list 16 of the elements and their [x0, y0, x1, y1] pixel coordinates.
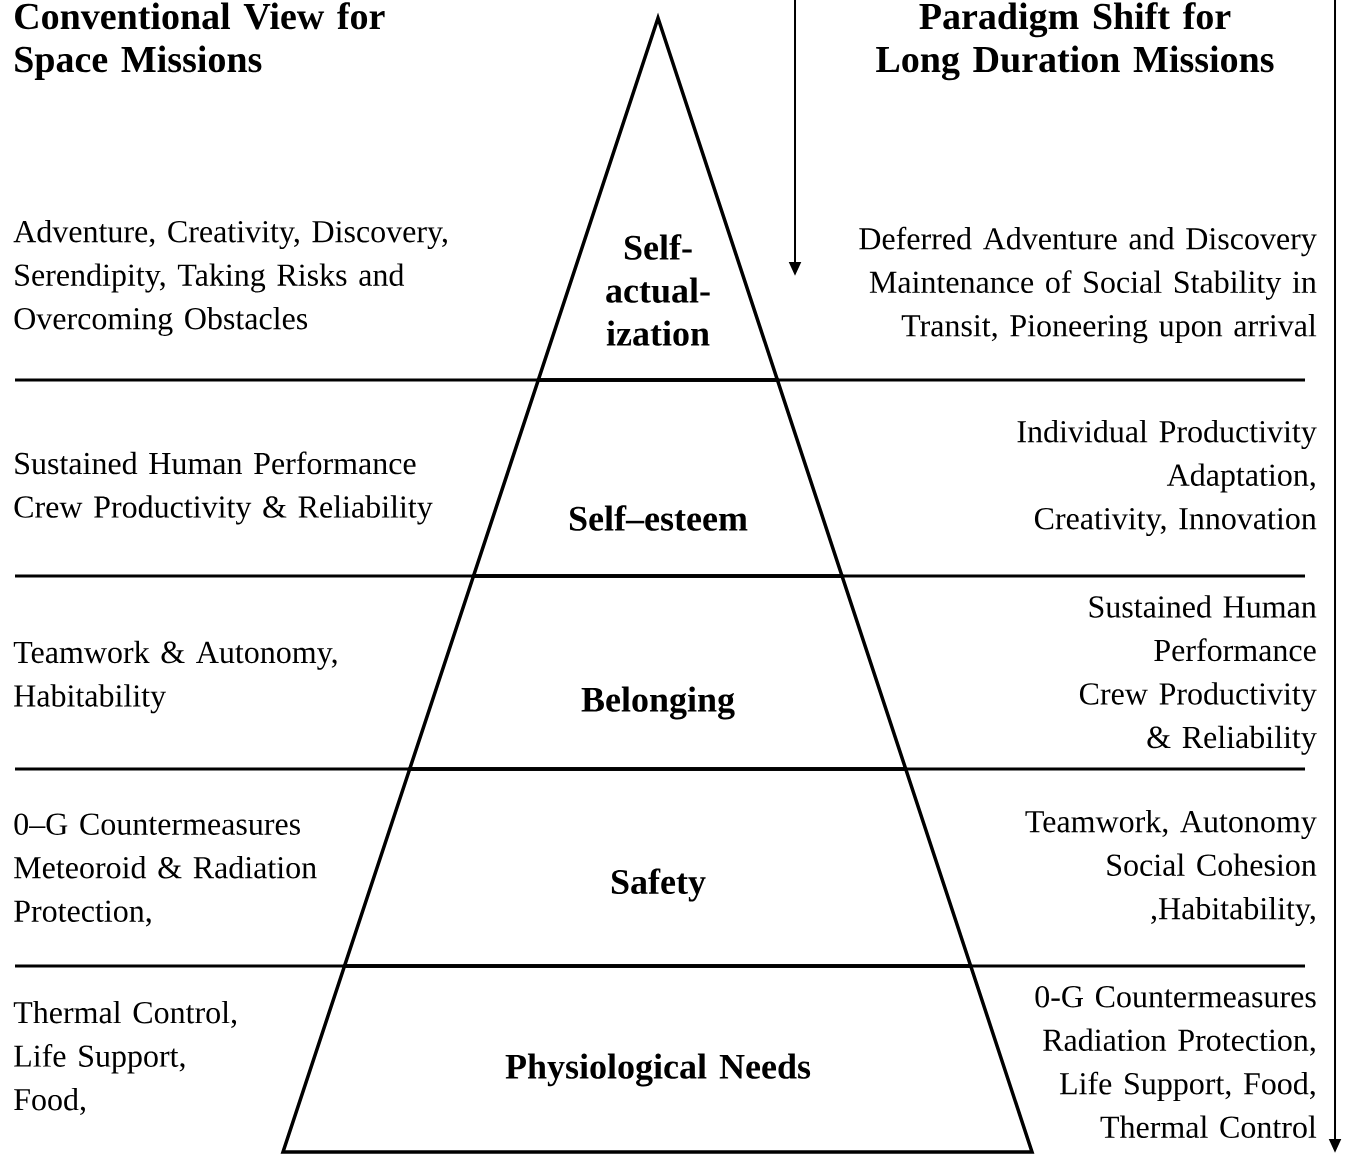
- requirement-text: Teamwork, Autonomy Social Cohesion ,Habitability,: [1025, 809, 1317, 927]
- requirement-text: 0-G Countermeasures Radiation Protection, Life Support, Food, Thermal Control: [1035, 985, 1317, 1139]
- requirement-text: Sustained Human Performance Crew Productivity & Reliability: [14, 451, 433, 525]
- pyramid-level: Self–esteem: [471, 378, 845, 578]
- requirement-text: Thermal Control, Life Support, Food,: [13, 1000, 237, 1116]
- column-heading: Paradigm Shift for Long Duration Missions: [876, 2, 1274, 81]
- requirement-text: Sustained Human Performance Crew Productivity & Reliability: [1079, 595, 1317, 755]
- requirement-text: 0–G Countermeasures Meteoroid & Radiation Protection,: [14, 813, 317, 927]
- pyramid-level: Belonging: [407, 574, 909, 771]
- pyramid-level: Safety: [342, 767, 974, 968]
- requirement-text: Adventure, Creativity, Discovery, Serendipity, Taking Risks and Overcoming Obstacles: [13, 219, 447, 337]
- requirement-text: Deferred Adventure and Discovery Maintenance of Social Stability in Transit, Pioneering upon arrival: [859, 226, 1317, 344]
- requirement-text: Teamwork & Autonomy, Habitability: [13, 640, 337, 714]
- pyramid-level: Physiological Needs: [280, 964, 1035, 1154]
- requirement-text: Individual Productivity Adaptation, Creativity, Innovation: [1017, 419, 1317, 537]
- column-heading: Conventional View for Space Missions: [15, 2, 385, 81]
